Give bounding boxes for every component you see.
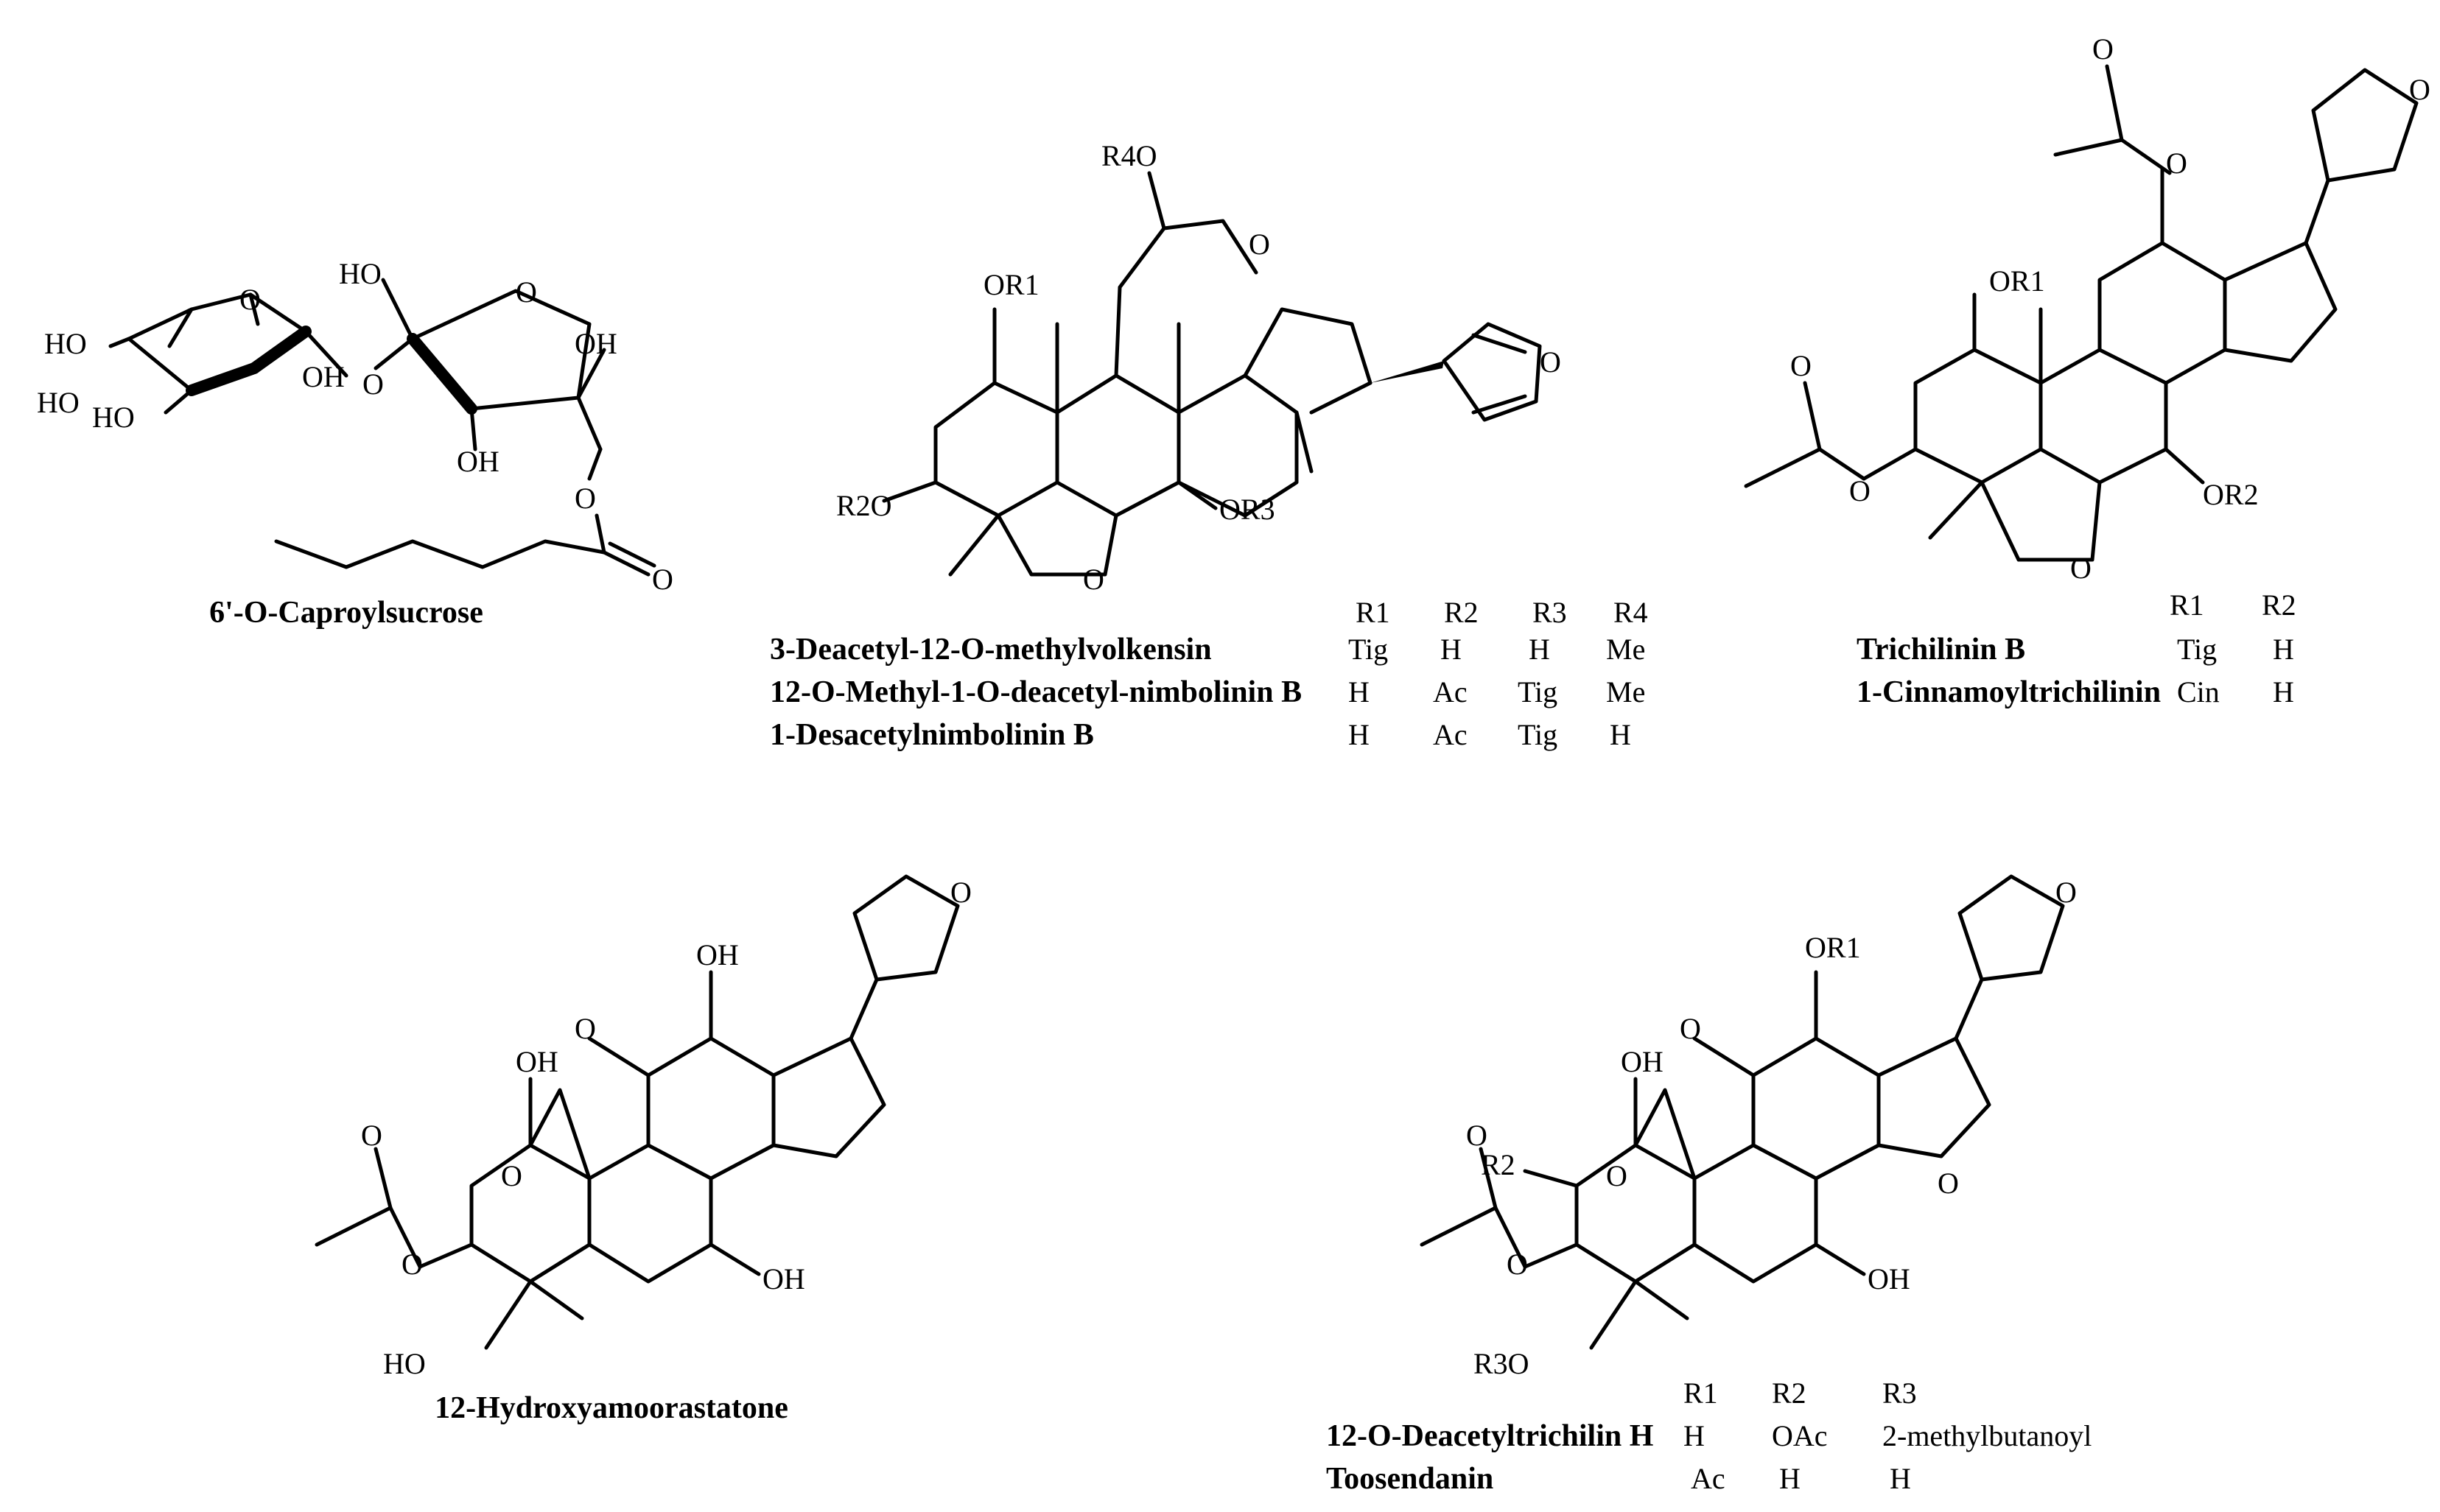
label-or2: OR2: [2203, 478, 2259, 511]
cell-r1: Cin: [2177, 675, 2220, 708]
label-o-acetate: O: [1507, 1248, 1528, 1281]
label-o-furan: O: [1540, 345, 1561, 379]
label-o-acetate: O: [402, 1248, 423, 1281]
label-o-carbonyl-2: O: [1790, 349, 1812, 382]
header-r1: R1: [1683, 1376, 1718, 1410]
label-oh-2: OH: [1868, 1262, 1910, 1295]
label-o-carbonyl: O: [361, 1119, 382, 1152]
cell-r2: OAc: [1772, 1419, 1828, 1452]
label-o-ring-1: O: [239, 283, 261, 316]
compound-name-amoorastatone: 12-Hydroxyamoorastatone: [435, 1391, 788, 1425]
label-r4o: R4O: [1101, 139, 1157, 172]
label-o-bridge: O: [1606, 1159, 1627, 1192]
row-name: 3-Deacetyl-12-O-methylvolkensin: [770, 633, 1212, 667]
cell-r1: Tig: [1348, 633, 1388, 666]
label-o-ester: O: [575, 482, 596, 515]
label-o-bridge: O: [2070, 552, 2092, 585]
cell-r1: H: [1348, 675, 1370, 708]
label-o-carbonyl: O: [652, 563, 673, 596]
label-o-ether: O: [1249, 228, 1270, 261]
structure-amoorastatone: OH OH OH HO O O O O O 12-Hydroxyamoorast…: [315, 874, 972, 1425]
label-o-furan: O: [2409, 73, 2430, 106]
header-r4: R4: [1613, 596, 1648, 629]
structure-volkensin-group: R4O OR1 R2O OR3 O O O R1 R2 R3 R4 3-Deac…: [770, 139, 1648, 752]
cell-r1: H: [1348, 718, 1370, 751]
cell-r2: H: [2273, 675, 2294, 708]
label-o-epoxide: O: [1938, 1167, 1959, 1200]
table-trichilinin-group: R1 R2 Trichilinin B Tig H 1-Cinnamoyltri…: [1857, 588, 2296, 709]
header-r2: R2: [2262, 588, 2296, 622]
label-ho-1: HO: [44, 327, 87, 360]
header-r3: R3: [1532, 596, 1567, 629]
row-name: 12-O-Methyl-1-O-deacetyl-nimbolinin B: [770, 675, 1302, 709]
cell-r1: H: [1683, 1419, 1705, 1452]
header-r2: R2: [1772, 1376, 1806, 1410]
structure-trichilinin-group: OR1 OR2 O O O O O O R1 R2 Trichilinin B …: [1744, 32, 2430, 709]
label-r2: R2: [1481, 1148, 1515, 1181]
label-o-carbonyl-1: O: [2092, 32, 2114, 66]
cell-r4: Me: [1606, 675, 1645, 708]
label-oh-1: OH: [1621, 1045, 1664, 1078]
cell-r3: H: [1529, 633, 1550, 666]
header-r1: R1: [1356, 596, 1390, 629]
label-ho: HO: [383, 1347, 426, 1380]
structure-toosendanin-group: OR1 R2 R3O OH OH O O O O O O R1 R2 R3 12…: [1326, 874, 2092, 1496]
row-name: 1-Desacetylnimbolinin B: [770, 718, 1094, 752]
label-o-bridge: O: [1083, 563, 1104, 596]
cell-r1: Ac: [1691, 1462, 1725, 1495]
row-name: Toosendanin: [1326, 1462, 1493, 1496]
label-o-furan: O: [2055, 876, 2077, 909]
row-name: 12-O-Deacetyltrichilin H: [1326, 1419, 1653, 1453]
label-or1: OR1: [1989, 264, 2045, 298]
label-o-glyco: O: [362, 368, 384, 401]
header-r1: R1: [2170, 588, 2204, 622]
cell-r4: H: [1610, 718, 1631, 751]
label-ho-2: HO: [37, 386, 80, 419]
label-oh-3: OH: [575, 327, 617, 360]
cell-r3: H: [1890, 1462, 1911, 1495]
structure-caproylsucrose: HO HO HO OH HO O O O OH OH O O 6'-O-Capr…: [37, 257, 673, 630]
row-name: 1-Cinnamoyltrichilinin: [1857, 675, 2161, 709]
cell-r2: H: [2273, 633, 2294, 666]
label-o-carbonyl: O: [1466, 1119, 1487, 1152]
label-o-acetate-1: O: [2166, 147, 2187, 180]
cell-r3: 2-methylbutanoyl: [1882, 1419, 2092, 1452]
label-or3: OR3: [1219, 493, 1275, 526]
cell-r3: Tig: [1518, 675, 1557, 708]
label-oh-3: OH: [762, 1262, 805, 1295]
label-o-bridge: O: [501, 1159, 522, 1192]
cell-r2: H: [1440, 633, 1462, 666]
table-toosendanin-group: R1 R2 R3 12-O-Deacetyltrichilin H H OAc …: [1326, 1376, 2092, 1496]
label-or1: OR1: [984, 268, 1040, 301]
label-ho-3: HO: [92, 401, 135, 434]
cell-r1: Tig: [2177, 633, 2217, 666]
label-o-ring-2: O: [516, 275, 537, 309]
label-oh-1: OH: [516, 1045, 558, 1078]
cell-r4: Me: [1606, 633, 1645, 666]
cell-r2: Ac: [1433, 675, 1468, 708]
label-ho-4: HO: [339, 257, 382, 290]
label-r3o: R3O: [1473, 1347, 1529, 1380]
label-r2o: R2O: [836, 489, 892, 522]
cell-r2: H: [1779, 1462, 1801, 1495]
cell-r3: Tig: [1518, 718, 1557, 751]
label-o-acetate-2: O: [1849, 474, 1871, 507]
label-o-ketone: O: [1680, 1012, 1701, 1045]
row-name: Trichilinin B: [1857, 633, 2025, 667]
header-r2: R2: [1444, 596, 1479, 629]
cell-r2: Ac: [1433, 718, 1468, 751]
compound-name-caproylsucrose: 6'-O-Caproylsucrose: [209, 596, 483, 630]
label-oh-1: OH: [302, 360, 345, 393]
label-oh-2: OH: [696, 938, 739, 971]
header-r3: R3: [1882, 1376, 1917, 1410]
label-or1: OR1: [1805, 931, 1861, 964]
table-volkensin-group: R1 R2 R3 R4 3-Deacetyl-12-O-methylvolken…: [770, 596, 1648, 752]
label-o-furan: O: [950, 876, 972, 909]
label-oh-2: OH: [457, 445, 499, 478]
label-o-ketone: O: [575, 1012, 596, 1045]
